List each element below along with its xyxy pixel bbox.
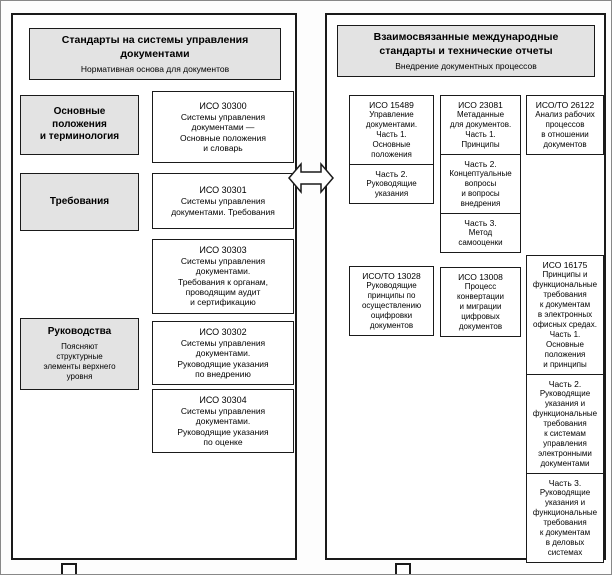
standard-code: ИСО 30301 (199, 185, 247, 196)
standard-code: Часть 2. (464, 159, 497, 169)
standard-body: Метод самооценки (458, 228, 503, 247)
standard-body: Руководящие принципы по осуществлению оц… (361, 281, 422, 330)
standard-iso-30300: ИСО 30300 Системы управления документами… (152, 91, 294, 163)
standard-iso-30303: ИСО 30303 Системы управления документами… (152, 239, 294, 314)
standard-body: Руководящие указания (366, 179, 417, 198)
standard-body: Системы управления документами. Руководя… (177, 338, 269, 380)
standard-body: Метаданные для документов. Часть 1. Прин… (449, 110, 512, 149)
standard-body: Принципы и функциональные требования к д… (532, 270, 598, 369)
standard-body: Системы управления документами. Требован… (171, 196, 275, 217)
category-label: Требования (49, 195, 110, 207)
standard-code: ИСО 15489 (369, 100, 414, 110)
standard-code: ИСО 30303 (199, 245, 247, 255)
standard-body: Анализ рабочих процессов в отношении док… (535, 110, 595, 149)
category-general-provisions: Основные положения и терминология (20, 95, 139, 155)
standard-code: ИСО 23081 (458, 100, 503, 110)
right-panel-subtitle: Внедрение документных процессов (395, 61, 537, 72)
standard-iso-15489-part1: ИСО 15489 Управление документами. Часть … (349, 95, 434, 165)
standard-code: ИСО/ТО 26122 (535, 100, 595, 110)
standard-body: Руководящие указания и функциональные тр… (532, 488, 598, 557)
standard-iso-30302: ИСО 30302 Системы управления документами… (152, 321, 294, 386)
category-label: Основные положения и терминология (39, 106, 120, 143)
standard-body: Руководящие указания и функциональные тр… (532, 389, 598, 468)
left-panel-subtitle: Нормативная основа для документов (80, 64, 230, 75)
category-requirements: Требования (20, 173, 139, 231)
standard-iso-30304: ИСО 30304 Системы управления документами… (152, 389, 294, 454)
left-panel-title: Стандарты на системы управления документ… (61, 34, 249, 60)
right-column-3: ИСО/ТО 26122 Анализ рабочих процессов в … (526, 95, 604, 563)
standard-iso-15489-part2: Часть 2. Руководящие указания (349, 164, 434, 204)
continuation-stub-left (61, 563, 77, 574)
standard-body: Системы управления документами. Требован… (177, 256, 269, 308)
standard-iso-23081-part2: Часть 2. Концептуальные вопросы и вопрос… (440, 154, 521, 214)
standard-iso-16175-part2: Часть 2. Руководящие указания и функцион… (526, 374, 604, 474)
standard-body: Системы управления документами — Основны… (180, 111, 266, 153)
standard-code: ИСО 13008 (458, 272, 503, 282)
double-arrow-icon (288, 161, 334, 195)
standard-iso-30301: ИСО 30301 Системы управления документами… (152, 173, 294, 229)
standard-iso-16175-part1: ИСО 16175 Принципы и функциональные треб… (526, 255, 604, 375)
standard-code: ИСО 30304 (199, 395, 247, 405)
standard-iso-16175-part3: Часть 3. Руководящие указания и функцион… (526, 473, 604, 563)
standard-iso-23081-part3: Часть 3. Метод самооценки (440, 213, 521, 253)
standard-code: Часть 3. (464, 218, 497, 228)
standard-iso-to-13028: ИСО/ТО 13028 Руководящие принципы по осу… (349, 266, 434, 336)
standard-iso-13008: ИСО 13008 Процесс конвертации и миграции… (440, 267, 521, 337)
standard-code: ИСО 16175 (542, 260, 588, 270)
panel-management-standards: Стандарты на системы управления документ… (11, 13, 297, 560)
category-guidelines: Руководства Поясняют структурные элемент… (20, 318, 139, 390)
standard-code: Часть 3. (548, 478, 582, 488)
right-column-2: ИСО 23081 Метаданные для документов. Час… (440, 95, 521, 337)
standard-body: Управление документами. Часть 1. Основны… (365, 110, 418, 159)
category-label: Руководства (47, 326, 112, 338)
left-panel-header: Стандарты на системы управления документ… (29, 28, 281, 81)
right-column-1: ИСО 15489 Управление документами. Часть … (349, 95, 434, 336)
standard-code: Часть 2. (548, 379, 582, 389)
standard-code: ИСО 30300 (199, 100, 247, 111)
right-panel-header: Взаимосвязанные международные стандарты … (337, 25, 595, 78)
continuation-stub-right (395, 563, 411, 574)
standard-body: Концептуальные вопросы и вопросы внедрен… (449, 169, 512, 208)
standard-iso-to-26122: ИСО/ТО 26122 Анализ рабочих процессов в … (526, 95, 604, 155)
standard-iso-23081-part1: ИСО 23081 Метаданные для документов. Час… (440, 95, 521, 155)
category-note: Поясняют структурные элементы верхнего у… (43, 341, 116, 381)
standard-body: Процесс конвертации и миграции цифровых … (457, 282, 504, 331)
standard-body: Системы управления документами. Руководя… (177, 406, 269, 448)
panel-related-standards: Взаимосвязанные международные стандарты … (325, 13, 606, 563)
standard-code: ИСО 30302 (199, 327, 247, 337)
standard-code: ИСО/ТО 13028 (362, 271, 421, 281)
standard-code: Часть 2. (375, 169, 408, 179)
right-panel-title: Взаимосвязанные международные стандарты … (373, 31, 559, 57)
